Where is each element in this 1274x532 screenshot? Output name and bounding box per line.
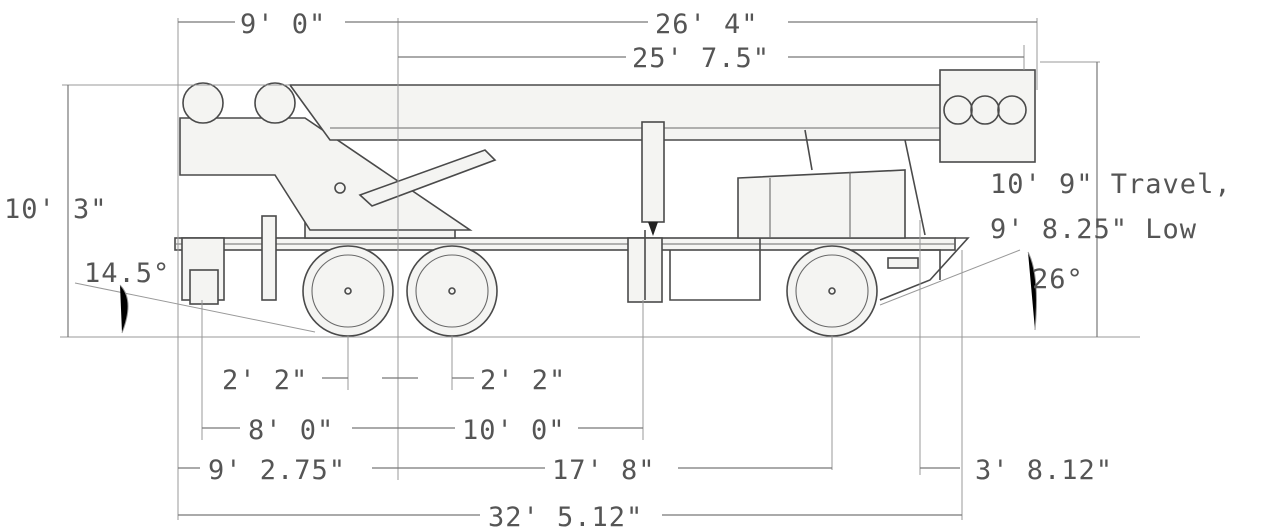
front-angle-arc xyxy=(1027,251,1037,331)
dim-boom-length: 25' 7.5" xyxy=(632,43,770,74)
front-wheel xyxy=(786,245,878,337)
winch-drum-1 xyxy=(182,82,224,124)
lift-cylinder xyxy=(358,149,497,207)
front-bumper xyxy=(879,237,970,301)
dim-overall-height: 10' 3" xyxy=(4,194,108,225)
rear-outrigger-pad xyxy=(189,269,219,305)
crane-truck xyxy=(174,69,1036,305)
dim-wheelbase: 17' 8" xyxy=(552,455,656,486)
dim-axle-spread-left: 2' 2" xyxy=(222,365,308,396)
dim-outrigger-rear: 8' 0" xyxy=(248,415,334,446)
dim-boom-length-total: 26' 4" xyxy=(655,9,759,40)
dim-rear-overhang: 9' 2.75" xyxy=(208,455,346,486)
hook-block xyxy=(641,121,665,223)
rear-angle-arc xyxy=(119,284,129,334)
dimension-lines xyxy=(67,21,1098,516)
extension-lines xyxy=(62,18,1100,520)
wheels xyxy=(302,245,878,337)
dim-departure-angle: 26° xyxy=(1032,264,1084,295)
dim-front-overhang: 3' 8.12" xyxy=(975,455,1113,486)
winch-drum-2 xyxy=(254,82,296,124)
dim-approach-angle: 14.5° xyxy=(84,258,170,289)
dim-overall-length: 32' 5.12" xyxy=(488,502,643,532)
dim-low-height: 9' 8.25" Low xyxy=(990,214,1197,245)
rear-approach-line xyxy=(74,282,316,333)
rear-jack xyxy=(261,215,277,301)
rear-wheel-1 xyxy=(302,245,394,337)
dim-axle-spread-right: 2' 2" xyxy=(480,365,566,396)
carrier-cab xyxy=(737,169,906,239)
dim-outrigger-front: 10' 0" xyxy=(462,415,566,446)
dim-tail-overhang: 9' 0" xyxy=(240,9,326,40)
rear-wheel-2 xyxy=(406,245,498,337)
dim-travel-height: 10' 9" Travel, xyxy=(990,169,1232,200)
boom-head xyxy=(939,69,1036,163)
front-departure-line xyxy=(879,249,1021,306)
